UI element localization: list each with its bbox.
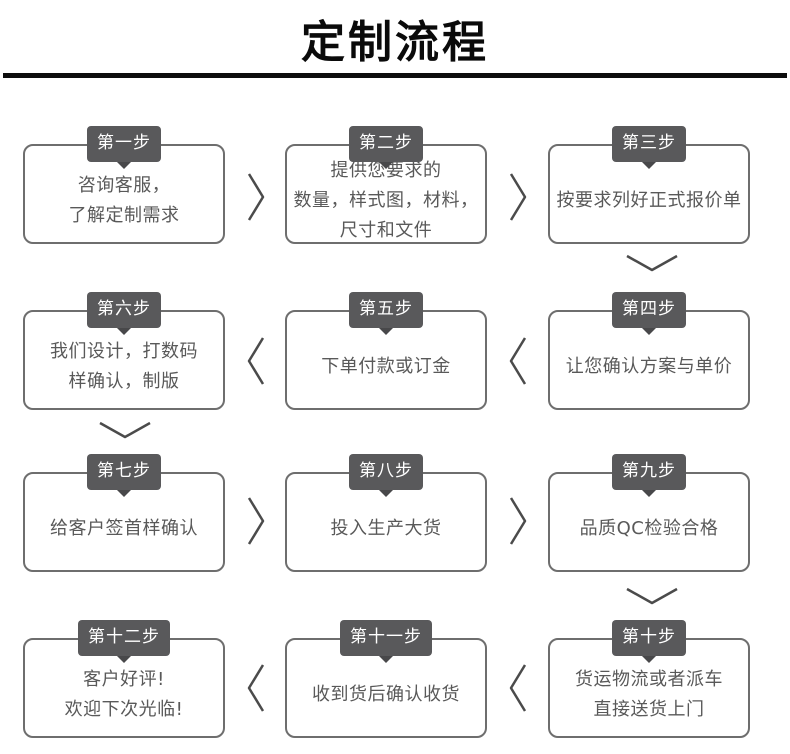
step-box-7: 第七步 给客户签首样确认	[23, 454, 225, 572]
step-box-8: 第八步 投入生产大货	[285, 454, 487, 572]
tab-notch-icon	[642, 162, 656, 169]
step-box-10: 第十步 货运物流或者派车 直接送货上门	[548, 620, 750, 738]
description-line: 收到货后确认收货	[312, 684, 460, 705]
chevron-right-icon	[507, 495, 529, 547]
step-box-1: 第一步 咨询客服， 了解定制需求	[23, 126, 225, 244]
step-label: 第一步	[97, 133, 151, 153]
description-line: 欢迎下次光临!	[64, 699, 184, 720]
step-box-4: 第四步 让您确认方案与单价	[548, 292, 750, 410]
chevron-left-icon	[507, 662, 529, 714]
chevron-left-icon	[245, 662, 267, 714]
step-label: 第六步	[97, 299, 151, 319]
step-4-description: 让您确认方案与单价	[550, 312, 748, 408]
step-9-description: 品质QC检验合格	[550, 474, 748, 570]
step-4-label-tab: 第四步	[612, 292, 686, 335]
description-line: 提供您要求的	[330, 160, 442, 181]
step-box-9: 第九步 品质QC检验合格	[548, 454, 750, 572]
description-line: 品质QC检验合格	[579, 518, 719, 539]
tab-notch-icon	[642, 656, 656, 663]
chevron-left-icon	[507, 335, 529, 387]
step-label: 第十一步	[350, 627, 422, 647]
description-line: 让您确认方案与单价	[565, 356, 733, 377]
title-divider	[3, 73, 787, 78]
step-1-label-tab: 第一步	[87, 126, 161, 169]
step-3-description: 按要求列好正式报价单	[550, 146, 748, 242]
description-line: 直接送货上门	[593, 699, 705, 720]
step-3-label-tab: 第三步	[612, 126, 686, 169]
description-line: 货运物流或者派车	[575, 669, 723, 690]
step-10-description: 货运物流或者派车 直接送货上门	[550, 640, 748, 736]
chevron-right-icon	[245, 171, 267, 223]
step-label: 第二步	[359, 133, 413, 153]
step-5-label-tab: 第五步	[349, 292, 423, 335]
step-11-description: 收到货后确认收货	[287, 640, 485, 736]
step-label: 第七步	[97, 461, 151, 481]
description-line: 咨询客服，	[77, 175, 171, 196]
chevron-down-icon	[97, 419, 153, 441]
chevron-right-icon	[507, 171, 529, 223]
chevron-left-icon	[245, 335, 267, 387]
tab-notch-icon	[642, 328, 656, 335]
tab-notch-icon	[117, 328, 131, 335]
description-line: 给客户签首样确认	[50, 518, 198, 539]
chevron-down-icon	[624, 252, 680, 274]
step-10-label-tab: 第十步	[612, 620, 686, 663]
step-8-label-tab: 第八步	[349, 454, 423, 497]
tab-notch-icon	[117, 162, 131, 169]
description-line: 数量，样式图，材料，	[293, 190, 479, 211]
tab-notch-icon	[379, 656, 393, 663]
description-line: 了解定制需求	[68, 205, 180, 226]
step-7-label-tab: 第七步	[87, 454, 161, 497]
step-8-description: 投入生产大货	[287, 474, 485, 570]
tab-notch-icon	[379, 328, 393, 335]
step-7-description: 给客户签首样确认	[25, 474, 223, 570]
step-label: 第十二步	[88, 627, 160, 647]
tab-notch-icon	[117, 490, 131, 497]
step-box-6: 第六步 我们设计，打数码 样确认，制版	[23, 292, 225, 410]
step-label: 第五步	[359, 299, 413, 319]
description-line: 投入生产大货	[330, 518, 442, 539]
step-box-5: 第五步 下单付款或订金	[285, 292, 487, 410]
tab-notch-icon	[117, 656, 131, 663]
step-label: 第四步	[622, 299, 676, 319]
step-6-label-tab: 第六步	[87, 292, 161, 335]
step-11-label-tab: 第十一步	[340, 620, 432, 663]
tab-notch-icon	[379, 162, 393, 169]
step-label: 第三步	[622, 133, 676, 153]
step-box-2: 第二步 提供您要求的 数量，样式图，材料， 尺寸和文件	[285, 126, 487, 244]
description-line: 客户好评!	[83, 669, 165, 690]
step-1-description: 咨询客服， 了解定制需求	[25, 146, 223, 242]
description-line: 按要求列好正式报价单	[556, 190, 742, 211]
step-2-label-tab: 第二步	[349, 126, 423, 169]
description-line: 样确认，制版	[68, 371, 180, 392]
step-label: 第八步	[359, 461, 413, 481]
step-box-12: 第十二步 客户好评! 欢迎下次光临!	[23, 620, 225, 738]
step-9-label-tab: 第九步	[612, 454, 686, 497]
step-2-description: 提供您要求的 数量，样式图，材料， 尺寸和文件	[287, 146, 485, 242]
step-box-11: 第十一步 收到货后确认收货	[285, 620, 487, 738]
description-line: 尺寸和文件	[339, 220, 433, 241]
tab-notch-icon	[379, 490, 393, 497]
chevron-right-icon	[245, 495, 267, 547]
step-label: 第十步	[622, 627, 676, 647]
step-12-label-tab: 第十二步	[78, 620, 170, 663]
step-box-3: 第三步 按要求列好正式报价单	[548, 126, 750, 244]
description-line: 下单付款或订金	[321, 356, 451, 377]
chevron-down-icon	[624, 585, 680, 607]
tab-notch-icon	[642, 490, 656, 497]
step-6-description: 我们设计，打数码 样确认，制版	[25, 312, 223, 408]
step-5-description: 下单付款或订金	[287, 312, 485, 408]
description-line: 我们设计，打数码	[50, 341, 198, 362]
step-12-description: 客户好评! 欢迎下次光临!	[25, 640, 223, 736]
page-title: 定制流程	[301, 17, 489, 68]
step-label: 第九步	[622, 461, 676, 481]
